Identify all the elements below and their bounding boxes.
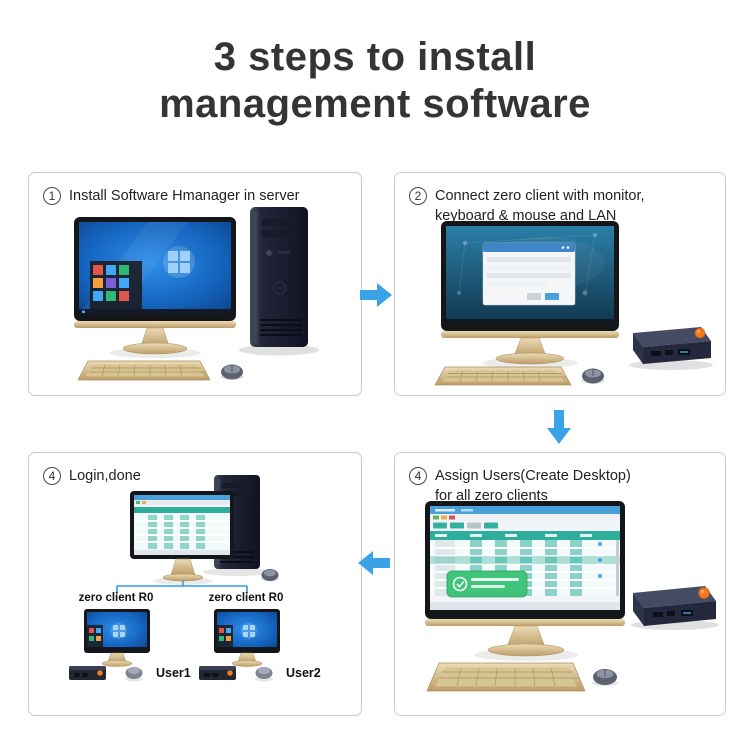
step2-number-badge: 2: [409, 187, 427, 205]
monitor-illustration: [74, 217, 236, 358]
zero-client-illustration: [631, 586, 719, 630]
login-network-illustration: [69, 475, 280, 682]
mouse-illustration: [581, 368, 605, 384]
monitor-illustration: [441, 221, 619, 369]
step1-label: Install Software Hmanager in server: [69, 188, 300, 204]
zero-client-label-2: zero client R0: [208, 592, 284, 604]
zero-client-box-2: [199, 666, 236, 680]
step2-caption: 2 Connect zero client with monitor, keyb…: [409, 186, 685, 227]
panel-step1: 1 Install Software Hmanager in server: [28, 172, 362, 396]
tower-illustration: [239, 207, 319, 356]
zero-client-illustration: [629, 327, 713, 370]
step-assign-caption: 4 Assign Users(Create Desktop) for all z…: [409, 466, 650, 507]
panel-step-assign: 4 Assign Users(Create Desktop) for all z…: [394, 452, 726, 716]
success-toast: [446, 570, 528, 598]
step-login-caption: 4 Login,done: [43, 466, 141, 486]
software-screen: [446, 226, 614, 324]
panel-step2: 2 Connect zero client with monitor, keyb…: [394, 172, 726, 396]
page-title: 3 steps to install management software: [0, 34, 750, 128]
step2-label: Connect zero client with monitor, keyboa…: [435, 188, 645, 225]
management-screen: [430, 506, 620, 610]
zero-client-connect-illustration: [434, 221, 713, 386]
user2-label: User2: [286, 666, 321, 680]
zero-client-workstation-1: [69, 609, 150, 682]
start-menu: [90, 261, 142, 309]
user1-label: User1: [156, 666, 191, 680]
mouse-illustration: [255, 667, 273, 682]
step1-caption: 1 Install Software Hmanager in server: [43, 186, 300, 206]
network-tree: [116, 581, 248, 594]
step1-number-badge: 1: [43, 187, 61, 205]
assign-users-illustration: [425, 501, 719, 692]
step-assign-label: Assign Users(Create Desktop) for all zer…: [435, 468, 631, 505]
mouse-illustration: [220, 364, 244, 380]
monitor-illustration: [425, 501, 625, 661]
panel-step-login: 4 Login,done: [28, 452, 362, 716]
title-line2: management software: [159, 82, 591, 127]
mouse-illustration: [125, 667, 143, 682]
keyboard-illustration: [434, 366, 572, 386]
server-monitor-illustration: [130, 491, 234, 585]
arrow-left-icon: [358, 551, 390, 575]
zero-client-box-1: [69, 666, 106, 680]
management-screen: [134, 495, 230, 555]
mouse-illustration: [261, 569, 279, 582]
step-login-number-badge: 4: [43, 467, 61, 485]
step-login-label: Login,done: [69, 468, 141, 484]
step-assign-number-badge: 4: [409, 467, 427, 485]
title-line1: 3 steps to install: [213, 35, 537, 79]
keyboard-illustration: [77, 360, 211, 381]
zero-client-workstation-2: [199, 609, 280, 682]
arrow-right-icon: [360, 283, 392, 307]
arrow-down-icon: [547, 410, 571, 444]
mouse-illustration: [592, 669, 618, 687]
zero-client-label-1: zero client R0: [78, 592, 154, 604]
keyboard-illustration: [426, 662, 586, 692]
windows-wallpaper: [79, 222, 231, 314]
server-install-illustration: [74, 207, 319, 381]
